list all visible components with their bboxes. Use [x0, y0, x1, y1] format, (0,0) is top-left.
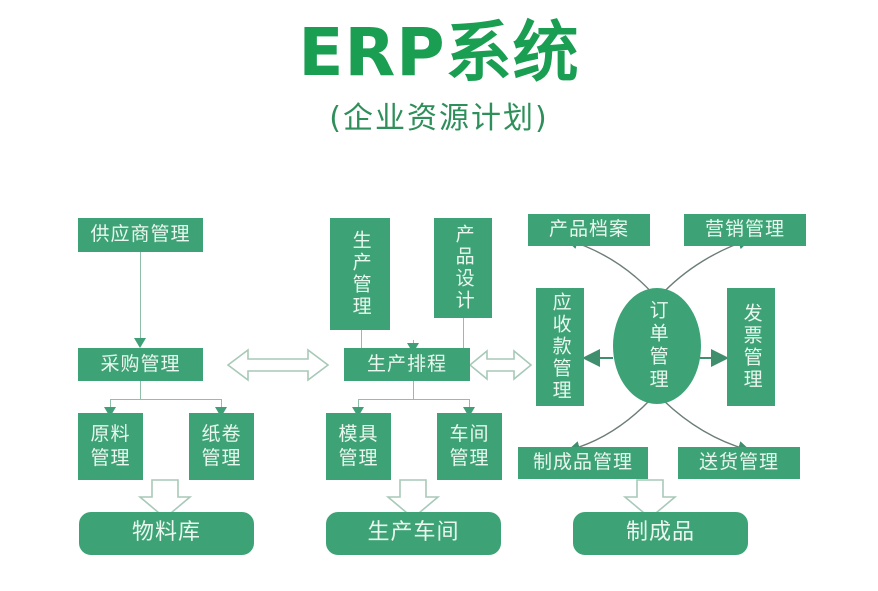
node-label: 模具管理: [338, 422, 379, 469]
node-label: 原料管理: [90, 422, 131, 469]
node-production-scheduling[interactable]: 生产排程: [344, 348, 470, 381]
line-to-raw-material: [110, 399, 111, 413]
node-finished-goods-mgmt[interactable]: 制成品管理: [518, 447, 648, 479]
line-to-workshop: [469, 399, 470, 413]
arrowhead-supplier-to-purchasing: [134, 338, 146, 348]
node-label: 营销管理: [704, 218, 785, 241]
node-finished-goods[interactable]: 制成品: [573, 512, 748, 555]
node-production-workshop[interactable]: 生产车间: [326, 512, 501, 555]
line-scheduling-stem: [413, 381, 414, 399]
node-label: 订单管理: [646, 300, 669, 392]
node-label: 生产管理: [349, 230, 372, 318]
node-marketing-mgmt[interactable]: 营销管理: [684, 214, 806, 246]
node-label: 产品档案: [548, 218, 629, 241]
line-purchasing-branch: [110, 399, 221, 400]
title-block: ERP系统 (企业资源计划): [0, 18, 878, 137]
node-label: 送货管理: [698, 451, 779, 474]
node-label: 生产车间: [367, 520, 460, 546]
line-to-paper-roll: [221, 399, 222, 413]
node-product-design[interactable]: 产品设计: [434, 218, 492, 318]
line-to-mold: [358, 399, 359, 413]
node-supplier-mgmt[interactable]: 供应商管理: [78, 218, 203, 252]
hollow-arrow-to-production-workshop: [385, 479, 441, 520]
line-scheduling-branch: [358, 399, 469, 400]
node-receivables-mgmt[interactable]: 应收款管理: [536, 288, 584, 406]
node-label: 制成品: [625, 520, 695, 546]
hollow-arrow-to-finished-goods: [622, 479, 678, 520]
arrowhead-to-workshop: [463, 407, 475, 417]
node-label: 生产排程: [366, 352, 447, 375]
arrowhead-to-paper-roll: [215, 407, 227, 417]
node-label: 制成品管理: [532, 451, 633, 474]
line-product-design-stem: [463, 318, 464, 348]
page-title: ERP系统: [298, 14, 580, 91]
node-delivery-mgmt[interactable]: 送货管理: [678, 447, 800, 479]
node-workshop-mgmt[interactable]: 车间管理: [437, 413, 502, 480]
line-production-mgmt-stem: [361, 330, 362, 348]
curve-order-to-delivery: [662, 399, 751, 454]
line-supplier-to-purchasing: [140, 252, 141, 344]
node-label: 纸卷管理: [201, 422, 242, 469]
node-purchasing-mgmt[interactable]: 采购管理: [78, 348, 203, 381]
node-label: 产品设计: [452, 224, 475, 312]
node-label: 应收款管理: [549, 292, 572, 402]
node-label: 物料库: [131, 520, 201, 546]
arrowhead-to-mold: [352, 407, 364, 417]
node-product-archive[interactable]: 产品档案: [528, 214, 650, 246]
node-mold-mgmt[interactable]: 模具管理: [326, 413, 391, 480]
hollow-arrow-scheduling-receivables: [468, 349, 533, 381]
node-label: 供应商管理: [90, 223, 191, 246]
hollow-arrow-purchasing-scheduling: [226, 348, 330, 382]
node-material-warehouse[interactable]: 物料库: [79, 512, 254, 555]
arrowhead-to-raw-material: [104, 407, 116, 417]
curve-order-to-finished-goods-mgmt: [567, 399, 651, 454]
node-paper-roll-mgmt[interactable]: 纸卷管理: [189, 413, 254, 480]
node-label: 采购管理: [100, 352, 181, 375]
page-subtitle: (企业资源计划): [329, 101, 549, 137]
node-order-mgmt[interactable]: 订单管理: [613, 288, 701, 404]
node-raw-material-mgmt[interactable]: 原料管理: [78, 413, 143, 480]
node-production-mgmt[interactable]: 生产管理: [330, 218, 390, 330]
hollow-arrow-to-material-warehouse: [137, 479, 193, 520]
line-purchasing-stem: [140, 381, 141, 399]
node-label: 车间管理: [449, 422, 490, 469]
node-label: 发票管理: [740, 303, 763, 391]
node-invoice-mgmt[interactable]: 发票管理: [727, 288, 775, 406]
